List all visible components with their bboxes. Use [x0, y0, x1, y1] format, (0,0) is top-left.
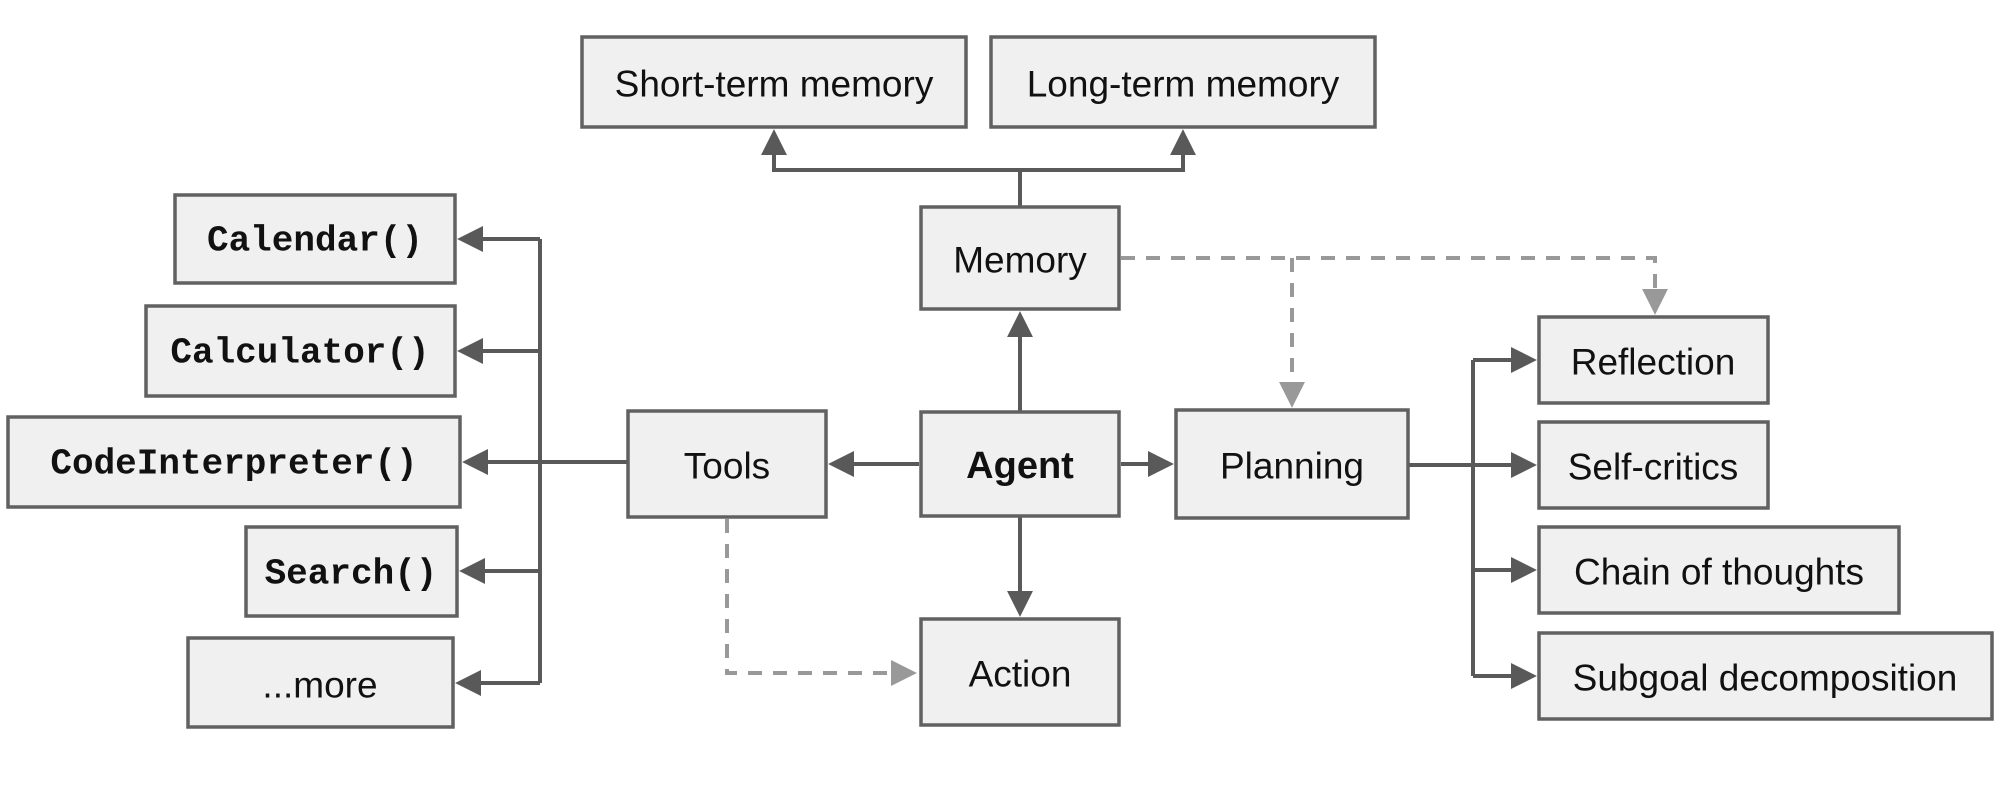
edge-tools-action-dashed: [725, 519, 917, 686]
node-chain-of-thoughts-label: Chain of thoughts: [1574, 552, 1864, 593]
solid-edges: [455, 129, 1537, 696]
node-calendar-label: Calendar(): [207, 221, 423, 262]
node-more: ...more: [186, 636, 455, 729]
node-subgoal-decomposition-label: Subgoal decomposition: [1573, 658, 1958, 699]
node-reflection-label: Reflection: [1571, 342, 1736, 383]
node-self-critics: Self-critics: [1537, 420, 1770, 510]
node-short-term-memory-label: Short-term memory: [615, 64, 934, 105]
node-more-label: ...more: [262, 665, 377, 706]
node-action: Action: [919, 617, 1121, 727]
node-calculator-label: Calculator(): [170, 333, 429, 374]
node-code-interpreter-label: CodeInterpreter(): [50, 444, 417, 485]
node-code-interpreter: CodeInterpreter(): [6, 415, 462, 509]
node-calendar: Calendar(): [173, 193, 457, 285]
node-chain-of-thoughts: Chain of thoughts: [1537, 525, 1901, 615]
node-reflection: Reflection: [1537, 315, 1770, 405]
edge-memory-reflection-dashed: [1121, 256, 1668, 315]
node-action-label: Action: [969, 654, 1072, 695]
node-long-term-memory-label: Long-term memory: [1027, 64, 1340, 105]
node-subgoal-decomposition: Subgoal decomposition: [1537, 631, 1994, 721]
node-tools: Tools: [626, 409, 828, 519]
node-agent: Agent: [919, 410, 1121, 518]
node-agent-label: Agent: [966, 445, 1074, 487]
node-long-term-memory: Long-term memory: [989, 35, 1377, 129]
node-planning: Planning: [1174, 408, 1410, 520]
node-search: Search(): [244, 525, 459, 618]
node-tools-label: Tools: [684, 446, 770, 487]
node-search-label: Search(): [265, 554, 438, 595]
node-memory-label: Memory: [953, 240, 1087, 281]
node-memory: Memory: [919, 205, 1121, 311]
dashed-edges: [725, 256, 1668, 686]
node-planning-label: Planning: [1220, 446, 1364, 487]
node-calculator: Calculator(): [144, 304, 457, 398]
node-self-critics-label: Self-critics: [1568, 447, 1739, 488]
node-short-term-memory: Short-term memory: [580, 35, 968, 129]
